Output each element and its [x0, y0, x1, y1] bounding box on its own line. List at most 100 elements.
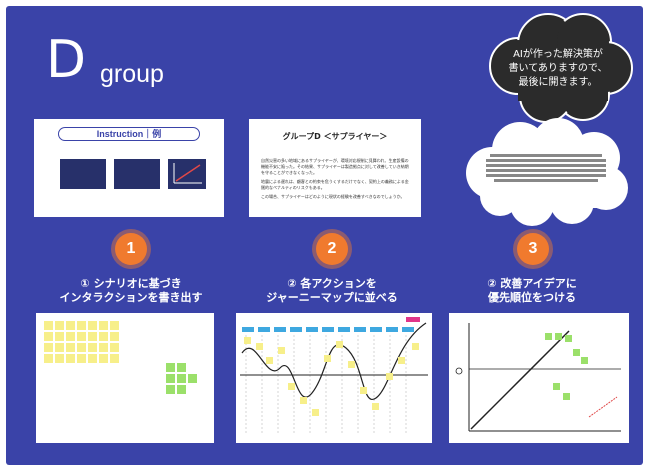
group-word: group [100, 60, 164, 88]
sticky-note [88, 321, 97, 330]
cloud-line: 書いてありますので、 [508, 63, 608, 74]
step-2-label: ② 各アクションを ジャーニーマップに並べる [237, 277, 427, 305]
sticky-note [110, 343, 119, 352]
doc-paragraph: この場合、サプライヤーはどのように現状の経験を改善すべきなのでしょうか。 [261, 194, 405, 199]
sticky-note [324, 355, 331, 362]
cloud-line: 最後に開きます。 [518, 77, 598, 88]
sticky-note [110, 332, 119, 341]
priority-matrix-board[interactable] [449, 313, 629, 443]
sticky-note [66, 332, 75, 341]
step-2-line2: ジャーニーマップに並べる [266, 291, 398, 304]
sticky-note [360, 387, 367, 394]
instruction-card[interactable]: Instruction｜例 [34, 119, 224, 217]
instruction-chart-icon [173, 163, 202, 184]
sticky-note [266, 357, 273, 364]
doc-paragraph: 地震による遅れは、顧客との約束を危うくするだけでなく、契約上の義務による金銭的な… [261, 179, 409, 190]
dark-cloud-shape [489, 13, 633, 123]
sticky-note [55, 332, 64, 341]
journey-map-drawing [240, 317, 428, 435]
step-1-badge: 1 [115, 233, 147, 265]
sticky-note [336, 341, 343, 348]
step-1-line2: インタラクションを書き出す [59, 291, 203, 304]
sticky-note [44, 343, 53, 352]
sticky-note [573, 349, 580, 356]
sticky-note [300, 397, 307, 404]
stage-header [242, 327, 254, 332]
step-3-line2: 優先順位をつける [488, 291, 576, 304]
sticky-note [177, 385, 186, 394]
sticky-note [177, 363, 186, 372]
sticky-note [77, 321, 86, 330]
stage-header [306, 327, 318, 332]
sticky-note [555, 333, 562, 340]
step-2-badge: 2 [316, 233, 348, 265]
stage-header [338, 327, 350, 332]
sticky-note [412, 343, 419, 350]
stage-header [258, 327, 270, 332]
priority-diagonal [470, 330, 570, 430]
sticky-note [166, 363, 175, 372]
sticky-note [44, 321, 53, 330]
sticky-note [66, 354, 75, 363]
sticky-note [545, 333, 552, 340]
ai-solution-text [486, 152, 606, 188]
group-letter: D [46, 30, 87, 90]
sticky-note [166, 374, 175, 383]
sticky-note [372, 403, 379, 410]
sticky-note [553, 383, 560, 390]
instruction-title: Instruction｜例 [96, 129, 162, 139]
step-1-label: ① シナリオに基づき インタラクションを書き出す [36, 277, 226, 305]
doc-paragraph: 自然災害の多い地域にあるサプライヤーが、環境対応規制に見舞われ、生産設備の機能不… [261, 158, 409, 175]
sticky-note [88, 332, 97, 341]
cloud-note-text: AIが作った解決策が 書いてありますので、 最後に開きます。 [498, 48, 618, 90]
sticky-note [88, 343, 97, 352]
sticky-note [77, 343, 86, 352]
scenario-doc-card[interactable]: グループD ＜サプライヤー＞ 自然災害の多い地域にあるサプライヤーが、環境対応規… [249, 119, 421, 217]
stage-header [354, 327, 366, 332]
sticky-note [563, 393, 570, 400]
instruction-title-box: Instruction｜例 [58, 127, 200, 141]
sticky-note [55, 321, 64, 330]
sticky-note [312, 409, 319, 416]
sticky-note [244, 337, 251, 344]
sticky-note [99, 343, 108, 352]
stage-header [274, 327, 286, 332]
interaction-board[interactable] [36, 313, 214, 443]
sticky-note [288, 383, 295, 390]
stage-header [386, 327, 398, 332]
sticky-note [44, 354, 53, 363]
sticky-note [55, 343, 64, 352]
sticky-note [44, 332, 53, 341]
step-2-line1: ② 各アクションを [287, 277, 377, 290]
sticky-note [99, 321, 108, 330]
sticky-note [166, 385, 175, 394]
doc-title: グループD ＜サプライヤー＞ [282, 132, 388, 141]
sticky-note [99, 354, 108, 363]
step-3-label: ② 改善アイデアに 優先順位をつける [437, 277, 627, 305]
step-1-line1: ① シナリオに基づき [80, 277, 182, 290]
white-cloud-shape [466, 118, 628, 226]
stage-header [370, 327, 382, 332]
sticky-note [88, 354, 97, 363]
sticky-note [77, 332, 86, 341]
sticky-note [386, 373, 393, 380]
step-3-badge: 3 [517, 233, 549, 265]
sticky-note [55, 354, 64, 363]
sticky-note [66, 321, 75, 330]
step-3-line1: ② 改善アイデアに [487, 277, 577, 290]
sticky-note [110, 354, 119, 363]
highlight-tag [406, 317, 420, 322]
journey-map-board[interactable] [236, 313, 432, 443]
sticky-note [110, 321, 119, 330]
trend-line [588, 396, 618, 418]
sticky-note [177, 374, 186, 383]
sticky-note [256, 343, 263, 350]
sticky-note [565, 335, 572, 342]
sticky-note [77, 354, 86, 363]
stage-header [322, 327, 334, 332]
instruction-panel-1 [60, 159, 106, 189]
stage-header [402, 327, 414, 332]
sticky-note [348, 361, 355, 368]
sticky-note [398, 357, 405, 364]
cloud-line: AIが作った解決策が [513, 49, 603, 60]
